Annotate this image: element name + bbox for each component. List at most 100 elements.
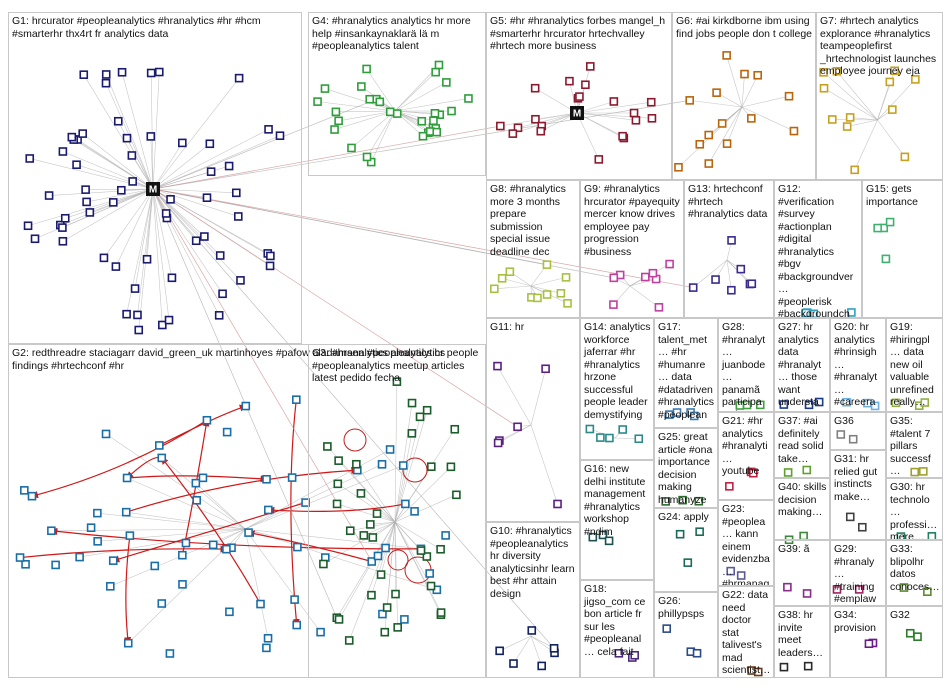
node (683, 558, 693, 567)
group-cell-g11: G11: hr (486, 318, 580, 522)
node (134, 325, 144, 335)
group-label: G15: gets importance (866, 183, 918, 208)
node (678, 495, 687, 505)
group-label: G14: analytics workforce jaferrar #hr #h… (584, 321, 651, 421)
node (845, 113, 855, 122)
node (146, 68, 156, 78)
node (256, 599, 265, 609)
edge (152, 77, 240, 190)
node (783, 468, 793, 477)
edge (530, 635, 542, 667)
node (542, 260, 552, 269)
edge (152, 188, 241, 281)
node (316, 627, 325, 637)
node (93, 537, 102, 546)
edge (394, 381, 398, 523)
group-cell-g16: G16: new delhi institute management #hra… (580, 460, 654, 580)
edge-directed (127, 475, 268, 483)
group-cell-g18: G18: jigso_com ce bon article fr sur les… (580, 580, 654, 678)
node (165, 649, 175, 658)
node (93, 508, 102, 518)
edge (103, 188, 154, 259)
node (44, 191, 54, 200)
edge (83, 74, 154, 190)
edge (356, 464, 396, 523)
node (58, 223, 67, 232)
node (496, 121, 505, 131)
edge (832, 119, 878, 121)
edge (348, 521, 396, 641)
node (881, 254, 891, 264)
node (575, 92, 584, 101)
group-label: G28: #hranalyt… juanbode… panamã partici… (722, 321, 766, 411)
edge (823, 88, 878, 121)
node (292, 620, 302, 630)
node (236, 276, 245, 285)
node (432, 127, 442, 137)
node (357, 82, 366, 91)
edge-directed (124, 535, 132, 645)
group-label: G26: phillypsps (658, 595, 705, 620)
node (410, 507, 419, 516)
node (581, 80, 590, 90)
node (290, 595, 299, 604)
node (416, 546, 426, 555)
node (344, 636, 354, 645)
node (157, 453, 167, 463)
edge (689, 100, 743, 108)
node (672, 408, 682, 417)
node (373, 551, 383, 561)
node (675, 529, 685, 539)
node (688, 283, 698, 292)
node (561, 273, 571, 282)
node (264, 505, 273, 515)
node (23, 221, 33, 231)
edge (394, 410, 428, 523)
edge (82, 133, 154, 190)
node (536, 126, 546, 136)
node (814, 397, 824, 407)
node (130, 284, 140, 293)
node (508, 129, 518, 138)
node (489, 284, 499, 294)
edge (27, 188, 154, 227)
group-label: G8: #hranalytics more 3 months prepare s… (490, 183, 566, 258)
node (362, 152, 372, 162)
group-label: G36 (834, 415, 854, 427)
node (368, 533, 378, 542)
node (47, 526, 56, 536)
node (493, 361, 502, 371)
node (393, 623, 402, 632)
node (241, 401, 251, 411)
edge (517, 112, 578, 129)
node (836, 430, 846, 439)
node (365, 94, 375, 104)
node (900, 152, 910, 162)
node (899, 583, 909, 592)
edge (854, 119, 878, 170)
group-label: G31: hr relied gut instincts make… (834, 453, 878, 503)
node (391, 589, 400, 599)
group-label: G40: skills decision making… (778, 481, 827, 518)
node (854, 585, 864, 594)
group-cell-g8: G8: #hranalytics more 3 months prepare s… (486, 180, 580, 318)
group-label: G35: #talent 7 pillars successf… (890, 415, 931, 477)
node (51, 560, 60, 570)
node (287, 473, 297, 482)
node (108, 198, 118, 207)
node (585, 62, 595, 71)
edge (152, 188, 205, 237)
group-cell-g26: G26: phillypsps (654, 592, 718, 678)
node (380, 627, 390, 637)
node (117, 185, 126, 195)
edge (244, 528, 437, 591)
edge (513, 635, 532, 664)
edge-directed (290, 399, 300, 627)
node (803, 661, 813, 671)
node (352, 459, 361, 469)
node (556, 288, 566, 298)
node (436, 608, 446, 617)
node (425, 569, 434, 578)
node (233, 212, 243, 221)
edge (152, 188, 163, 326)
